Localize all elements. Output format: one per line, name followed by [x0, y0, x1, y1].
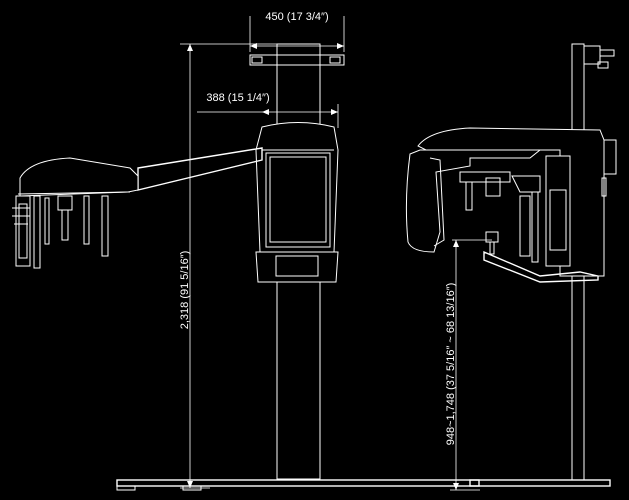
floor-base	[116, 479, 480, 487]
column-upper	[276, 43, 321, 131]
label-head-width: 388 (15 1/4″)	[206, 92, 269, 104]
side-floor-base	[469, 479, 611, 487]
head-base	[255, 251, 339, 283]
side-sensor	[405, 149, 542, 253]
dimension-top-width: 450 (17 3/4″)	[249, 11, 345, 52]
label-total-height: 2,318 (91 5/16″)	[179, 251, 191, 330]
sensor-head	[19, 157, 139, 197]
dimension-total-height: 2,318 (91 5/16″)	[179, 43, 277, 489]
label-top-width: 450 (17 3/4″)	[265, 11, 328, 23]
front-view	[12, 43, 480, 491]
dimension-head-width: 388 (15 1/4″)	[197, 92, 339, 128]
arm	[137, 147, 263, 191]
side-view	[405, 43, 617, 487]
dimension-chin-height: 948~1,748 (37 5/16″ ~ 68 13/16″)	[445, 239, 492, 491]
ceiling-mount-plate	[249, 54, 345, 66]
chin-rest-bar	[483, 250, 599, 283]
label-chin-height: 948~1,748 (37 5/16″ ~ 68 13/16″)	[445, 283, 457, 446]
column-lower	[276, 281, 321, 480]
